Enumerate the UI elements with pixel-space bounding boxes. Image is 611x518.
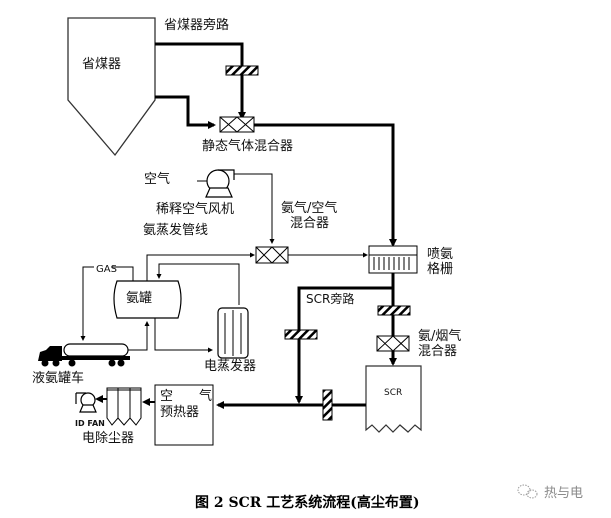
truck-to-tank-line: [128, 321, 150, 351]
flue-gas-main-line: [155, 95, 216, 129]
id-fan-label: ID FAN: [75, 419, 105, 428]
dilution-air-line: [234, 173, 275, 244]
air-label: 空气: [144, 171, 170, 187]
aig-label-2: 格栅: [427, 261, 453, 277]
scr-bypass-line: [295, 286, 393, 404]
nh3-air-mixer-label-1: 氨气/空气: [281, 200, 337, 216]
nh3-flue-gas-mixer: [376, 335, 410, 352]
scr-inlet-damper: [377, 305, 411, 316]
scr-reactor: SCR: [365, 365, 422, 433]
watermark-text: 热与电: [544, 486, 583, 501]
flue-to-aig-line: [254, 123, 397, 247]
air-preheater-label-2: 预热器: [160, 405, 199, 420]
nh3-flue-mixer-label-1: 氨/烟气: [418, 328, 461, 344]
evaporator-return-line: [156, 263, 240, 305]
gas-line-left: [80, 266, 94, 341]
dilution-fan-label: 稀释空气风机: [156, 201, 234, 217]
nh3-vapor-line: [146, 252, 255, 282]
economizer-bypass-line: [155, 42, 259, 120]
static-mixer-label: 静态气体混合器: [202, 138, 293, 154]
scr-outlet-damper: [322, 389, 333, 421]
gas-label: GAS: [96, 264, 117, 275]
scr-label: SCR: [384, 388, 402, 398]
static-gas-mixer: [219, 116, 255, 133]
economizer: 省煤器: [67, 17, 156, 157]
wechat-icon: [517, 484, 538, 499]
economizer-label: 省煤器: [82, 57, 121, 72]
esp-label: 电除尘器: [82, 431, 134, 446]
dilution-air-fan-icon: [197, 169, 235, 198]
ammonia-tank: 氨罐: [113, 280, 182, 319]
figure-caption: 图 2 SCR 工艺系统流程(高尘布置): [195, 494, 420, 511]
ammonia-tanker-truck-icon: [38, 343, 130, 367]
watermark: 热与电: [517, 484, 583, 501]
electrostatic-precipitator: [106, 387, 142, 426]
tanker-truck-label: 液氨罐车: [32, 370, 84, 386]
air-preheater-label-1: 空 气: [160, 388, 212, 404]
tank-to-evaporator-line: [154, 318, 213, 353]
nh3-air-mixer-label-2: 混合器: [290, 216, 329, 231]
ammonia-tank-label: 氨罐: [126, 291, 152, 306]
nh3-flue-mixer-label-2: 混合器: [418, 344, 457, 359]
bypass-damper: [225, 65, 259, 76]
air-preheater: 空 气 预热器: [154, 384, 214, 446]
nh3-air-mixer: [255, 246, 289, 264]
electric-evaporator-label: 电蒸发器: [204, 358, 256, 374]
electric-evaporator: [217, 307, 249, 359]
economizer-bypass-label: 省煤器旁路: [164, 17, 229, 33]
gas-line-right: [112, 266, 134, 281]
nh3-evaporation-line-label: 氨蒸发管线: [143, 222, 208, 238]
id-fan-icon: [75, 392, 97, 413]
ammonia-injection-grid: [368, 245, 418, 274]
scr-bypass-damper: [284, 329, 318, 340]
aig-label-1: 喷氨: [427, 247, 453, 262]
scr-bypass-label: SCR旁路: [306, 291, 354, 306]
